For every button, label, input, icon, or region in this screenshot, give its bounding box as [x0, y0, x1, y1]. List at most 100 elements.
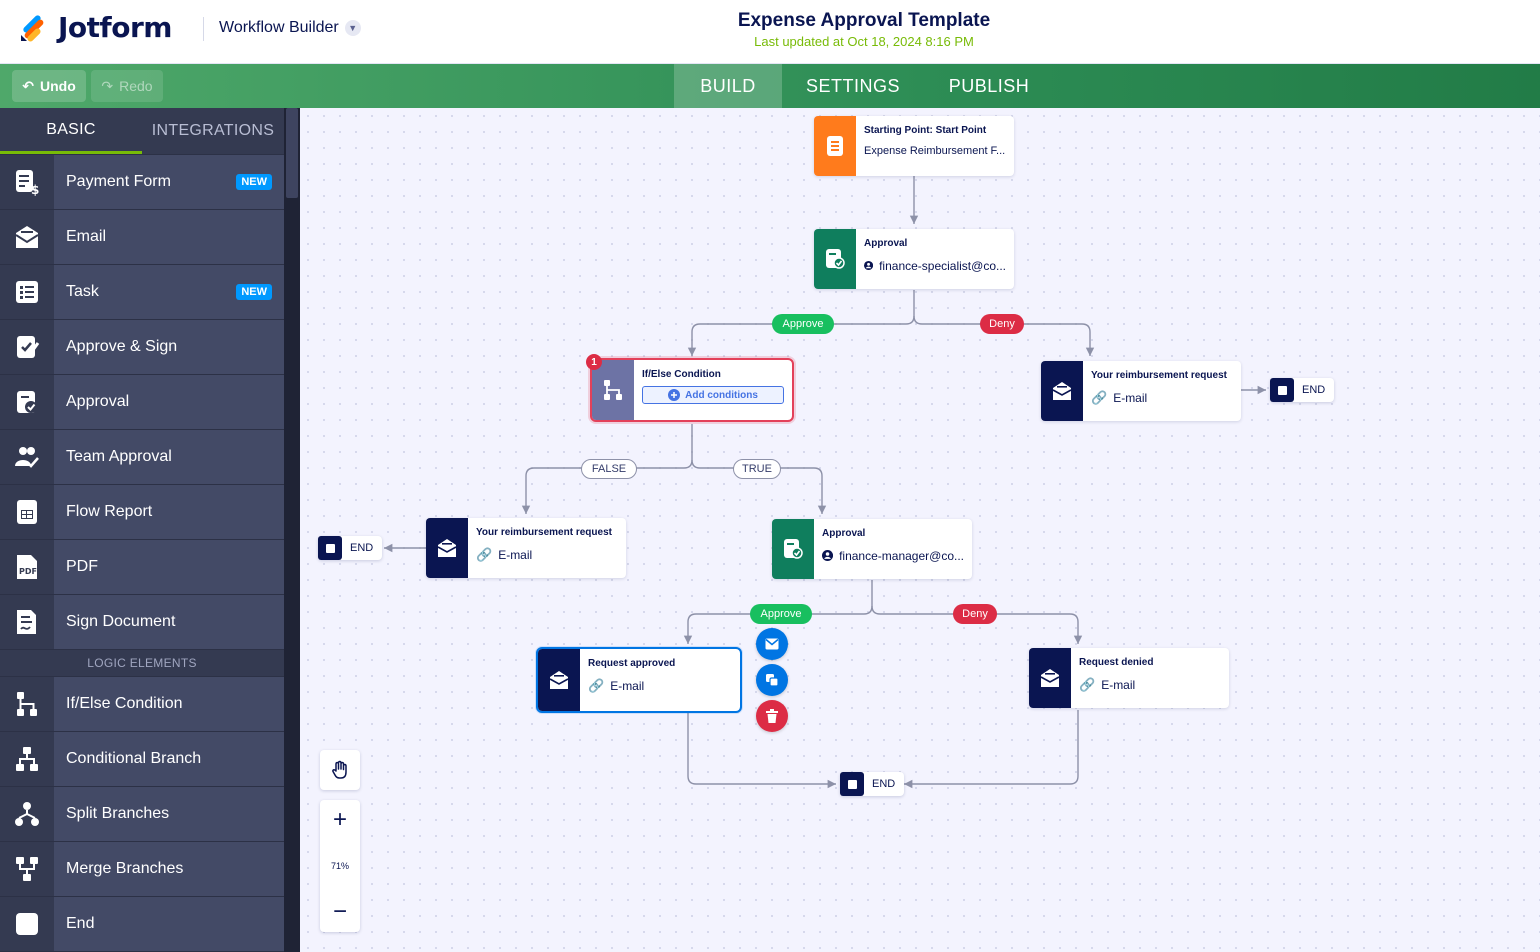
node-type: 🔗 E-mail: [476, 547, 618, 563]
start-point-node[interactable]: Starting Point: Start Point Expense Reim…: [814, 116, 1014, 176]
sidebar-item-conditional-branch[interactable]: Conditional Branch: [0, 732, 284, 786]
user-icon: [822, 549, 834, 562]
node-type: 🔗 E-mail: [1079, 677, 1221, 693]
duplicate-button[interactable]: [756, 664, 788, 696]
email-node-deny-1[interactable]: Your reimbursement request 🔗 E-mail: [1041, 361, 1241, 421]
deny-branch-label[interactable]: Deny: [980, 314, 1024, 334]
split-branches-icon: [0, 787, 54, 841]
tab-publish[interactable]: PUBLISH: [948, 75, 1030, 96]
sidebar-item-if-else[interactable]: If/Else Condition: [0, 677, 284, 731]
sidebar-scrollbar[interactable]: [284, 108, 300, 952]
end-label: END: [350, 542, 374, 554]
sidebar-item-approve-sign[interactable]: Approve & Sign: [0, 320, 284, 374]
flow-report-icon: [0, 485, 54, 539]
sidebar-tabs: BASIC INTEGRATIONS: [0, 108, 284, 154]
jotform-logo-icon: [21, 15, 44, 42]
top-header: Jotform Workflow Builder ▼ Expense Appro…: [0, 0, 1540, 64]
node-assignee: finance-manager@co...: [822, 548, 964, 563]
envelope-icon: [765, 638, 779, 650]
zoom-in-button[interactable]: +: [320, 800, 360, 840]
redo-label: Redo: [119, 78, 153, 94]
tab-integrations[interactable]: INTEGRATIONS: [151, 122, 275, 139]
sidebar-item-label: Conditional Branch: [66, 750, 202, 767]
chevron-down-icon: ▼: [344, 20, 361, 36]
approve-branch-label[interactable]: Approve: [772, 314, 834, 334]
tab-basic[interactable]: BASIC: [0, 108, 142, 154]
sidebar-item-team-approval[interactable]: Team Approval: [0, 430, 284, 484]
sidebar-item-label: If/Else Condition: [66, 695, 183, 712]
tab-build[interactable]: BUILD: [674, 64, 782, 108]
undo-button[interactable]: ↶ Undo: [12, 70, 86, 102]
false-branch-label[interactable]: FALSE: [581, 459, 637, 479]
sidebar-item-label: Approval: [66, 393, 130, 410]
redo-button[interactable]: ↷ Redo: [91, 70, 163, 102]
sidebar-item-label: Team Approval: [66, 448, 172, 465]
approve-branch-label-2[interactable]: Approve: [750, 604, 812, 624]
end-icon: [318, 536, 342, 560]
tab-settings[interactable]: SETTINGS: [805, 75, 900, 96]
node-type-label: E-mail: [610, 679, 645, 693]
user-icon: [864, 260, 874, 271]
sidebar-item-split-branches[interactable]: Split Branches: [0, 787, 284, 841]
email-node-request-approved[interactable]: Request approved 🔗 E-mail: [536, 647, 742, 713]
sidebar-item-flow-report[interactable]: Flow Report: [0, 485, 284, 539]
approval-node-finance-manager[interactable]: Approval finance-manager@co...: [772, 519, 972, 579]
link-icon: 🔗: [476, 547, 493, 562]
sidebar-item-label: Task: [66, 283, 99, 300]
sign-document-icon: [0, 595, 54, 649]
end-node-bottom[interactable]: END: [840, 772, 905, 796]
end-icon: [1270, 378, 1294, 402]
add-conditions-button[interactable]: Add conditions: [642, 386, 784, 404]
zoom-controls: + 71% −: [320, 800, 360, 932]
node-title: Your reimbursement request: [476, 527, 612, 538]
node-title: Starting Point: Start Point: [864, 125, 987, 136]
sidebar-item-payment-form[interactable]: $ Payment Form NEW: [0, 155, 284, 209]
new-badge: NEW: [236, 284, 272, 300]
link-icon: 🔗: [588, 678, 605, 693]
if-else-condition-node[interactable]: 1 If/Else Condition Add conditions: [586, 354, 794, 422]
trash-icon: [766, 709, 778, 723]
team-approval-icon: [0, 430, 54, 484]
delete-button[interactable]: [756, 700, 788, 732]
end-node-left[interactable]: END: [318, 536, 383, 560]
email-node-false[interactable]: Your reimbursement request 🔗 E-mail: [426, 518, 626, 578]
page-title[interactable]: Expense Approval Template: [737, 10, 991, 31]
error-count-badge: 1: [586, 354, 602, 370]
deny-branch-label-2[interactable]: Deny: [953, 604, 997, 624]
header-divider: [203, 17, 204, 41]
pan-tool-button[interactable]: [320, 750, 360, 790]
email-node-request-denied[interactable]: Request denied 🔗 E-mail: [1029, 648, 1229, 708]
sidebar-item-end[interactable]: End: [0, 897, 284, 951]
if-else-icon: [592, 360, 634, 420]
node-type-label: E-mail: [1113, 391, 1148, 405]
redo-icon: ↷: [101, 77, 114, 94]
zoom-out-button[interactable]: −: [320, 892, 360, 932]
plus-icon: +: [332, 806, 347, 833]
plus-circle-icon: [668, 389, 681, 401]
sidebar-item-pdf[interactable]: PDF PDF: [0, 540, 284, 594]
node-title: If/Else Condition: [642, 369, 721, 380]
email-icon: [0, 210, 54, 264]
email-icon: [1029, 648, 1071, 708]
email-action-button[interactable]: [756, 628, 788, 660]
workflow-canvas[interactable]: Starting Point: Start Point Expense Reim…: [300, 108, 1540, 952]
sidebar-scroll-thumb[interactable]: [286, 108, 298, 198]
jotform-logo[interactable]: Jotform: [18, 10, 172, 44]
elements-sidebar: BASIC INTEGRATIONS $ Payment Form NEW Em…: [0, 108, 300, 952]
svg-text:PDF: PDF: [19, 567, 37, 576]
sidebar-item-email[interactable]: Email: [0, 210, 284, 264]
sidebar-item-sign-document[interactable]: Sign Document: [0, 595, 284, 649]
approval-node-finance-specialist[interactable]: Approval finance-specialist@co...: [814, 229, 1014, 289]
sidebar-item-merge-branches[interactable]: Merge Branches: [0, 842, 284, 896]
sidebar-item-task[interactable]: Task NEW: [0, 265, 284, 319]
new-badge: NEW: [236, 174, 272, 190]
approval-icon: [814, 229, 856, 289]
pdf-icon: PDF: [0, 540, 54, 594]
sidebar-item-approval[interactable]: Approval: [0, 375, 284, 429]
true-branch-label[interactable]: TRUE: [733, 459, 781, 479]
workflow-builder-menu[interactable]: Workflow Builder ▼: [219, 19, 361, 37]
brand-name: Jotform: [58, 10, 172, 44]
email-icon: [538, 649, 580, 711]
conditional-branch-icon: [0, 732, 54, 786]
end-node-right[interactable]: END: [1270, 378, 1335, 402]
